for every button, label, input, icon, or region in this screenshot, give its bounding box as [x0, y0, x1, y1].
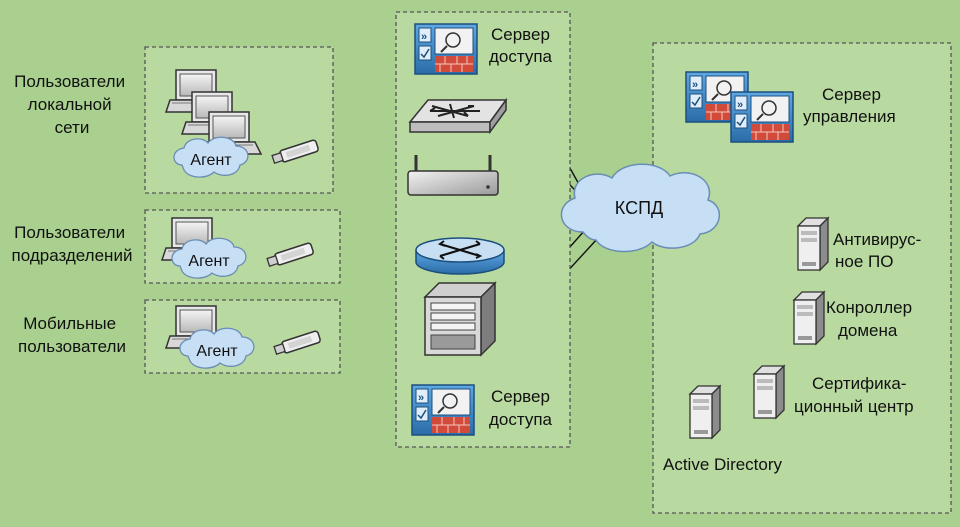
rack-server-icon — [424, 282, 496, 356]
router-icon — [414, 236, 506, 276]
cert-center-label: Сертифика- ционный центр — [794, 374, 914, 416]
agent-cloud: Агент — [173, 136, 249, 178]
firewall-server-icon — [411, 384, 475, 436]
core-network-label: КСПД — [615, 198, 663, 218]
active-directory-label: Active Directory — [663, 455, 783, 474]
antivirus-label: Антивирус- ное ПО — [833, 230, 926, 271]
switch-icon — [409, 99, 507, 133]
firewall-server-icon — [730, 91, 794, 143]
agent-label: Агент — [188, 253, 230, 270]
tower-server-icon — [797, 217, 829, 271]
division-users-label: Пользователи подразделений — [12, 223, 133, 265]
local-users-label: Пользователи локальной сети — [14, 72, 130, 137]
access-server-bottom-label: Сервер доступа — [489, 387, 555, 429]
domain-controller-label: Конроллер домена — [826, 298, 917, 340]
access-server-top-label: Сервер доступа — [489, 25, 555, 66]
tower-server-icon — [689, 385, 721, 439]
core-network-cloud: КСПД — [560, 163, 721, 253]
agent-cloud: Агент — [171, 237, 247, 279]
tower-server-icon — [793, 291, 825, 345]
agent-label: Агент — [190, 152, 232, 169]
agent-cloud: Агент — [179, 327, 255, 369]
management-server-label: Сервер управления — [803, 85, 896, 126]
agent-label: Агент — [196, 343, 238, 360]
tower-server-icon — [753, 365, 785, 419]
access-zone-box — [395, 11, 571, 448]
firewall-server-icon — [414, 23, 478, 75]
mobile-users-label: Мобильные пользователи — [18, 314, 126, 356]
